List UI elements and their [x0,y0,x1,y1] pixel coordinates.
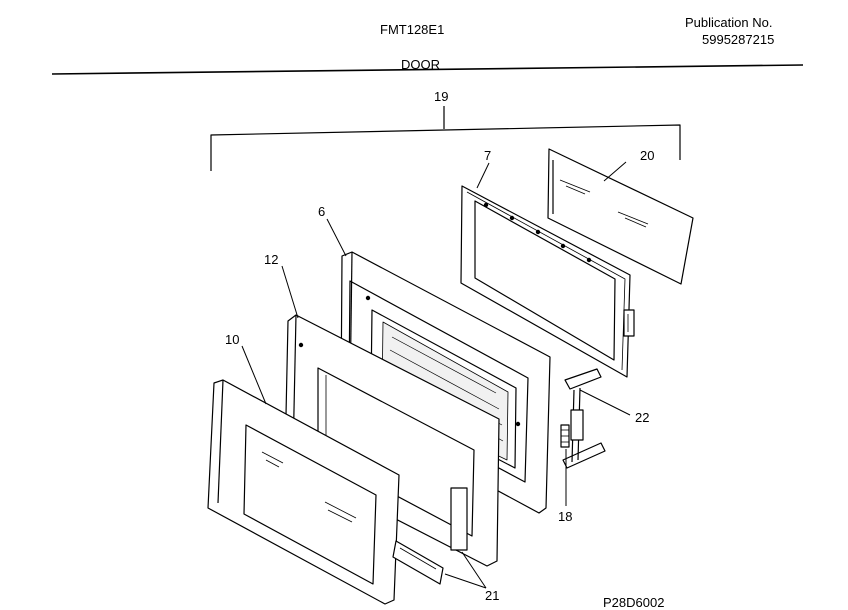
glass-panel-part [547,148,694,285]
callout-19: 19 [434,89,448,104]
callout-7: 7 [484,148,491,163]
publication-label: Publication No. [685,15,773,30]
callout-12: 12 [264,252,278,267]
trim-part [392,540,444,585]
figure-id: P28D6002 [603,595,665,610]
assembly-bracket [210,106,681,171]
header-rule [51,64,804,75]
callout-18: 18 [558,509,572,524]
outer-panel-part [207,379,400,605]
callout-22: 22 [635,410,649,425]
choke-frame-part [460,185,635,378]
latch-hook-part [562,368,606,469]
callout-10: 10 [225,332,239,347]
spring-part [560,424,570,448]
model-number: FMT128E1 [380,22,445,37]
publication-number: 5995287215 [702,32,775,47]
section-title: DOOR [401,57,440,72]
callout-20: 20 [640,148,654,163]
callout-6: 6 [318,204,325,219]
leader-lines [241,161,631,589]
callout-21: 21 [485,588,499,603]
